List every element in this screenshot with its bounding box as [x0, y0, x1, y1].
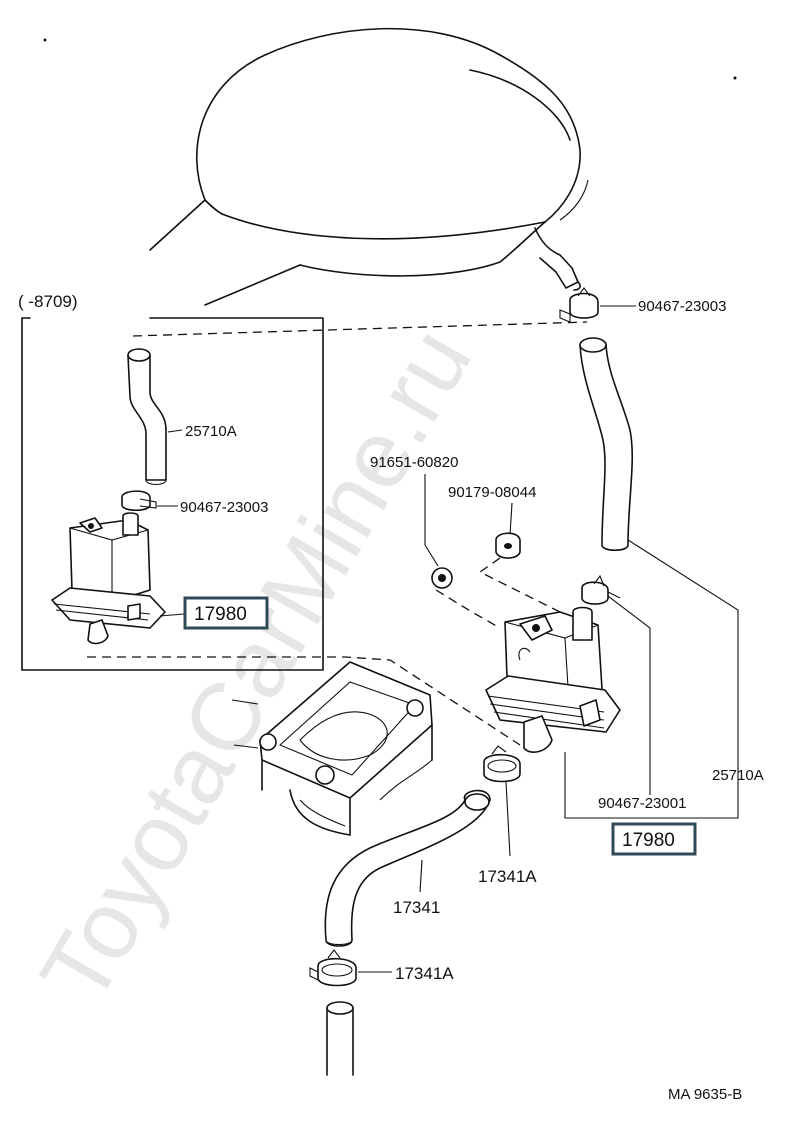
clamp-a-label: 17341A	[478, 867, 537, 886]
right-part-box-label: 17980	[622, 830, 675, 851]
intake-manifold	[231, 661, 433, 836]
right-part-box	[611, 822, 697, 856]
top-clamp	[559, 287, 599, 323]
left-hose-label: 25710A	[185, 423, 237, 440]
hose-17341	[324, 789, 491, 947]
clamp-17341a-lower	[309, 949, 357, 987]
bolt-label: 91651-60820	[370, 454, 458, 471]
left-hose	[127, 348, 167, 486]
grommet	[495, 532, 521, 559]
left-clamp	[121, 490, 157, 512]
footer-code: MA 9635-B	[668, 1086, 742, 1103]
top-clamp-label: 90467-23003	[638, 298, 726, 315]
bottom-pipe	[326, 1001, 354, 1076]
bolt	[431, 567, 453, 589]
clamp-b-label: 17341A	[395, 964, 454, 983]
right-hose	[579, 337, 634, 552]
hose-label: 17341	[393, 898, 440, 917]
inset-variant-box: ( -8709)	[18, 292, 324, 671]
left-canister	[51, 512, 166, 645]
left-part-box	[183, 596, 269, 630]
grommet-label: 90179-08044	[448, 484, 536, 501]
right-clamp-label: 90467-23001	[598, 795, 686, 812]
clamp-17341a-upper	[483, 745, 521, 783]
date-range-label: ( -8709)	[18, 292, 78, 311]
right-hose-leader	[564, 539, 739, 819]
air-cleaner-housing	[43, 27, 737, 306]
leader-dashed-bottom	[87, 656, 521, 746]
right-clamp	[581, 574, 621, 605]
leader-dashed-top	[132, 321, 588, 337]
right-canister	[485, 606, 621, 753]
right-hose-label: 25710A	[712, 767, 764, 784]
left-part-box-label: 17980	[194, 604, 247, 625]
left-clamp-label: 90467-23003	[180, 499, 268, 516]
